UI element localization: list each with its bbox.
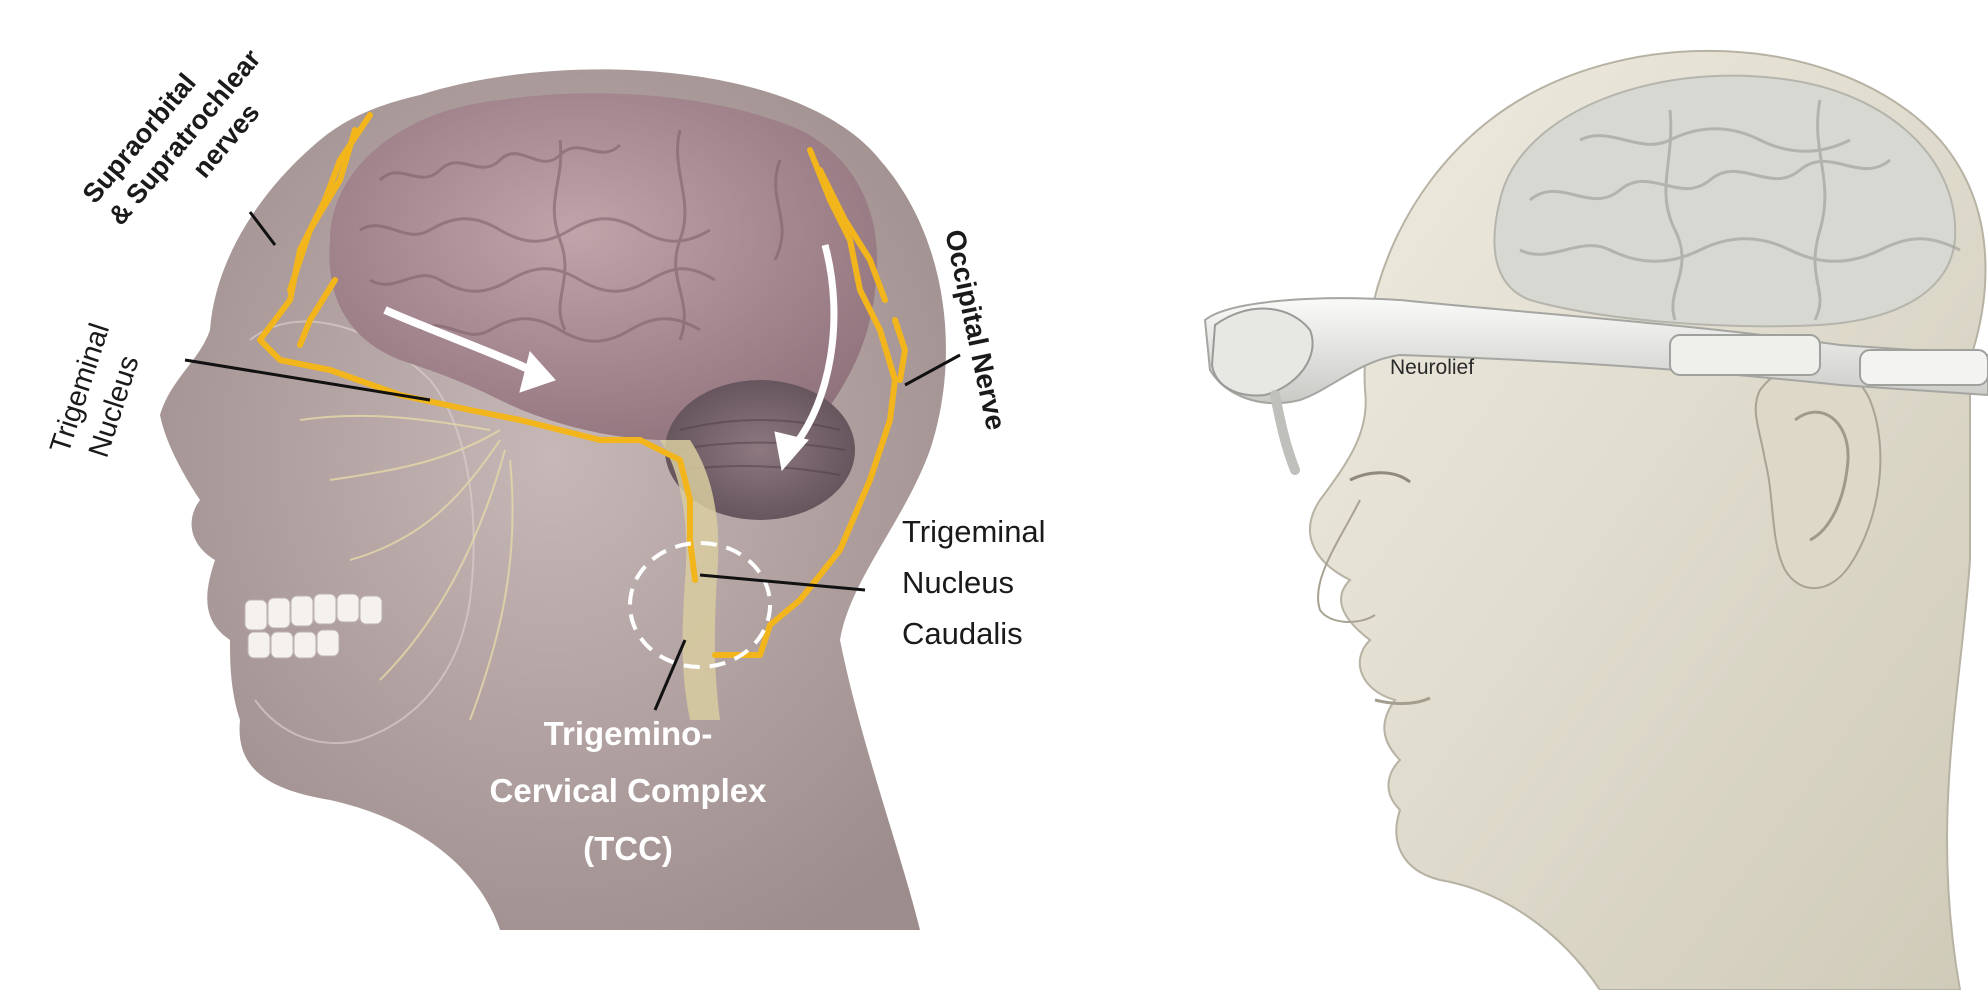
svg-text:Trigemino-: Trigemino- xyxy=(544,715,713,752)
anatomy-diagram: Supraorbital & Supratrochlear nerves Tri… xyxy=(0,0,1120,990)
svg-text:Caudalis: Caudalis xyxy=(902,616,1023,651)
device-sensor-arm xyxy=(1275,395,1295,470)
svg-text:Occipital Nerve: Occipital Nerve xyxy=(939,227,1012,433)
device-illustration: Neurolief xyxy=(1200,0,1988,990)
svg-text:Cervical Complex: Cervical Complex xyxy=(490,772,768,809)
svg-text:(TCC): (TCC) xyxy=(583,830,673,867)
svg-text:Trigeminal: Trigeminal xyxy=(902,514,1046,549)
svg-text:Nucleus: Nucleus xyxy=(902,565,1014,600)
tnc-label: Trigeminal Nucleus Caudalis xyxy=(902,514,1046,651)
device-svg: Neurolief xyxy=(1200,0,1988,990)
device-temple-segment xyxy=(1670,335,1820,375)
device-rear-segment xyxy=(1860,350,1988,385)
anatomy-svg: Supraorbital & Supratrochlear nerves Tri… xyxy=(0,0,1120,990)
occipital-nerve-label: Occipital Nerve xyxy=(939,227,1012,433)
device-brand-label: Neurolief xyxy=(1390,356,1474,379)
trigeminal-nucleus-label: Trigeminal Nucleus xyxy=(44,320,152,469)
